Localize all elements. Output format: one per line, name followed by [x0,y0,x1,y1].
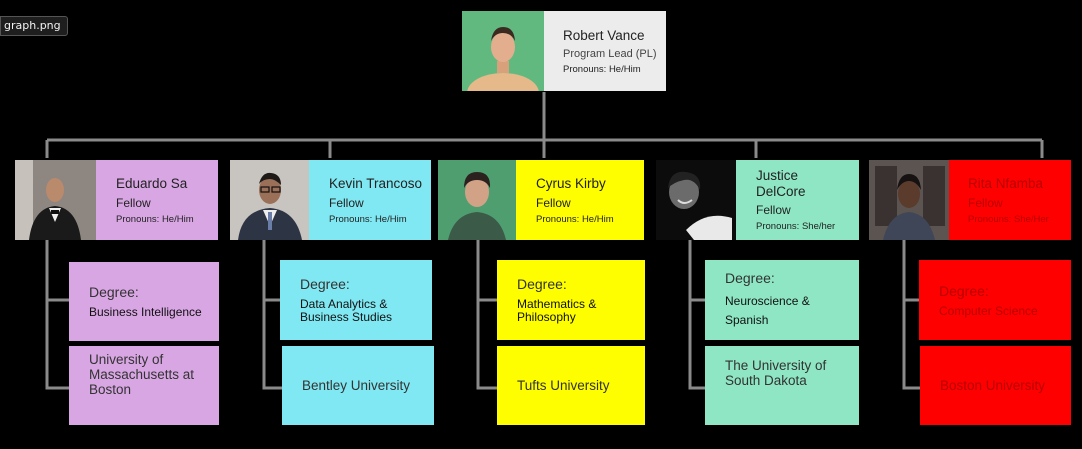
university-name: Bentley University [302,378,411,393]
fellow-card-cyrus[interactable]: Cyrus Kirby Fellow Pronouns: He/Him [438,160,644,240]
fellow-role: Fellow [536,195,571,210]
fellow-name: Eduardo Sa [116,175,188,191]
degree-value: Computer Science [939,303,1038,318]
fellow-role: Fellow [116,195,151,210]
fellow-photo [869,160,949,240]
degree-value: Mathematics & Philosophy [517,297,597,324]
degree-label: Degree: [517,276,567,292]
fellow-pronouns: Pronouns: He/Him [329,213,407,225]
lead-photo [462,11,544,91]
university-name: Boston University [940,378,1046,393]
degree-box-kevin[interactable]: Degree: Data Analytics & Business Studie… [280,260,432,340]
degree-value: Data Analytics & Business Studies [300,297,393,324]
fellow-info: Rita Nfamba Fellow Pronouns: She/Her [949,160,1071,240]
fellow-pronouns: Pronouns: She/her [756,221,836,232]
university-box-rita[interactable]: Boston University [920,346,1071,425]
fellow-pronouns: Pronouns: She/Her [968,213,1049,225]
fellow-card-rita[interactable]: Rita Nfamba Fellow Pronouns: She/Her [869,160,1071,240]
degree-box-cyrus[interactable]: Degree: Mathematics & Philosophy [497,260,645,340]
file-name-tab[interactable]: graph.png [0,16,68,36]
fellow-photo [15,160,96,240]
fellow-name: Justice DelCore [756,168,806,199]
fellow-role: Fellow [968,195,1003,210]
degree-value: Neuroscience & Spanish [725,294,810,327]
university-name: The University of South Dakota [725,358,827,388]
university-box-cyrus[interactable]: Tufts University [497,346,645,425]
fellow-card-kevin[interactable]: Kevin Trancoso Fellow Pronouns: He/Him [230,160,431,240]
fellow-name: Rita Nfamba [968,175,1044,191]
lead-pronouns: Pronouns: He/Him [563,63,641,75]
degree-box-justice[interactable]: Degree: Neuroscience & Spanish [705,260,859,340]
degree-label: Degree: [725,270,775,286]
lead-info: Robert Vance Program Lead (PL) Pronouns:… [544,11,666,91]
degree-label: Degree: [939,282,989,299]
university-box-kevin[interactable]: Bentley University [282,346,434,425]
university-box-eduardo[interactable]: University of Massachusetts at Boston [69,346,219,425]
fellow-info: Cyrus Kirby Fellow Pronouns: He/Him [516,160,644,240]
degree-label: Degree: [89,284,139,300]
lead-name: Robert Vance [563,27,645,43]
fellow-photo [230,160,309,240]
degree-box-rita[interactable]: Degree: Computer Science [919,260,1071,340]
fellow-card-justice[interactable]: Justice DelCore Fellow Pronouns: She/her [656,160,859,240]
fellow-name: Kevin Trancoso [329,175,423,191]
fellow-pronouns: Pronouns: He/Him [536,213,614,225]
fellow-card-eduardo[interactable]: Eduardo Sa Fellow Pronouns: He/Him [15,160,218,240]
fellow-info: Eduardo Sa Fellow Pronouns: He/Him [96,160,218,240]
lead-card[interactable]: Robert Vance Program Lead (PL) Pronouns:… [462,11,666,91]
fellow-photo [438,160,516,240]
university-name: Tufts University [517,378,610,393]
fellow-pronouns: Pronouns: He/Him [116,213,194,225]
degree-label: Degree: [300,276,350,292]
degree-value: Business Intelligence [89,305,202,319]
lead-role: Program Lead (PL) [563,47,657,60]
degree-box-eduardo[interactable]: Degree: Business Intelligence [69,262,219,341]
fellow-name: Cyrus Kirby [536,175,606,191]
university-box-justice[interactable]: The University of South Dakota [705,346,859,425]
fellow-info: Kevin Trancoso Fellow Pronouns: He/Him [309,160,431,240]
fellow-info: Justice DelCore Fellow Pronouns: She/her [736,160,859,240]
fellow-photo [656,160,736,240]
university-name: University of Massachusetts at Boston [89,352,195,397]
fellow-role: Fellow [329,195,364,210]
fellow-role: Fellow [756,203,791,217]
